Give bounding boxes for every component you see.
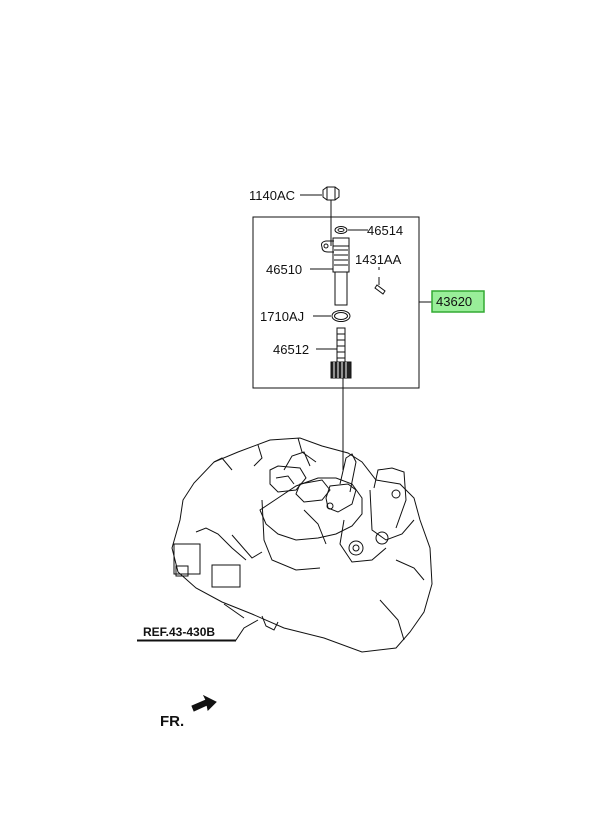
transmission-housing <box>171 437 433 653</box>
sensor-part <box>321 237 350 306</box>
gear-part <box>330 327 352 379</box>
label-assembly[interactable]: 43620 <box>436 294 472 309</box>
assembly-number-highlight[interactable] <box>431 290 485 313</box>
pin-part <box>374 267 386 295</box>
front-arrow-icon <box>191 694 217 712</box>
reference-leader <box>137 619 259 641</box>
label-sensor[interactable]: 46510 <box>266 262 302 277</box>
front-direction-label: FR. <box>160 713 184 730</box>
label-pin[interactable]: 1431AA <box>355 252 402 267</box>
label-small-oring[interactable]: 46514 <box>367 223 403 238</box>
bolt-part <box>322 186 340 246</box>
reference-label[interactable]: REF.43-430B <box>143 625 215 639</box>
oring-part <box>331 310 351 322</box>
small-oring-part <box>334 226 348 234</box>
label-gear[interactable]: 46512 <box>273 342 309 357</box>
label-oring[interactable]: 1710AJ <box>260 309 304 324</box>
label-bolt[interactable]: 1140AC <box>249 188 295 203</box>
